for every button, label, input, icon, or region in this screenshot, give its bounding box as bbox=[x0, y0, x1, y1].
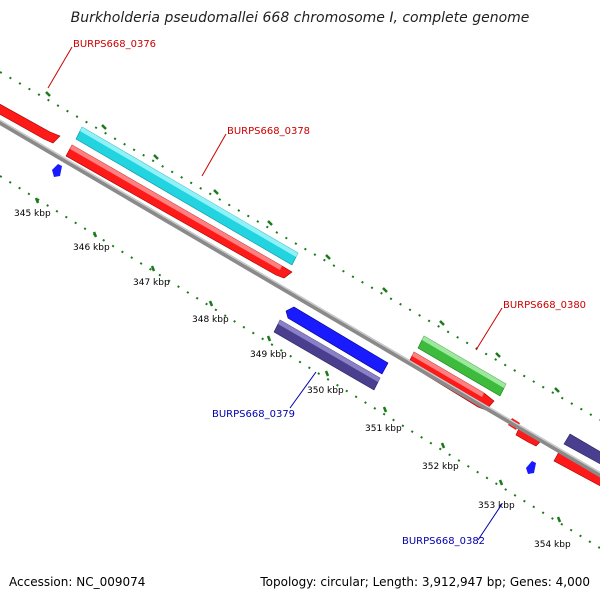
tick-label-345: 345 kbp bbox=[14, 209, 51, 219]
inner-major-ticks bbox=[34, 197, 562, 523]
gene-label-0380[interactable]: BURPS668_0380 bbox=[503, 300, 586, 311]
label-leaders bbox=[47, 46, 503, 541]
inner-tick-ring bbox=[0, 175, 600, 549]
gene-feature-small-blue-right[interactable] bbox=[526, 461, 536, 474]
genome-stats-text: Topology: circular; Length: 3,912,947 bp… bbox=[259, 575, 590, 589]
gene-feature-trna-green[interactable] bbox=[417, 335, 507, 397]
gene-feature-0378[interactable] bbox=[65, 144, 293, 279]
tick-label-349: 349 kbp bbox=[250, 350, 287, 360]
gene-feature-rrna-cyan[interactable] bbox=[75, 126, 299, 266]
tick-label-352: 352 kbp bbox=[422, 462, 459, 472]
gene-label-0376[interactable]: BURPS668_0376 bbox=[73, 39, 156, 50]
map-title: Burkholderia pseudomallei 668 chromosome… bbox=[71, 10, 530, 26]
gene-feature-0376[interactable] bbox=[0, 102, 61, 144]
gene-feature-small-blue-left[interactable] bbox=[52, 164, 62, 177]
gene-label-0378[interactable]: BURPS668_0378 bbox=[227, 126, 310, 137]
gene-label-0382[interactable]: BURPS668_0382 bbox=[402, 536, 485, 547]
tick-label-347: 347 kbp bbox=[133, 278, 170, 288]
tick-label-354: 354 kbp bbox=[534, 540, 571, 550]
outer-major-ticks bbox=[45, 91, 560, 393]
gene-label-0379[interactable]: BURPS668_0379 bbox=[212, 409, 295, 420]
genome-backbone bbox=[0, 119, 600, 478]
tick-label-353: 353 kbp bbox=[478, 501, 515, 511]
tick-label-346: 346 kbp bbox=[73, 243, 110, 253]
tick-label-350: 350 kbp bbox=[307, 386, 344, 396]
tick-label-351: 351 kbp bbox=[365, 424, 402, 434]
gene-feature-0379b[interactable] bbox=[273, 319, 381, 391]
accession-text: Accession: NC_009074 bbox=[9, 575, 145, 589]
tick-label-348: 348 kbp bbox=[192, 315, 229, 325]
gene-feature-0379a[interactable] bbox=[285, 306, 389, 375]
gene-feature-right-purple[interactable] bbox=[563, 433, 600, 466]
